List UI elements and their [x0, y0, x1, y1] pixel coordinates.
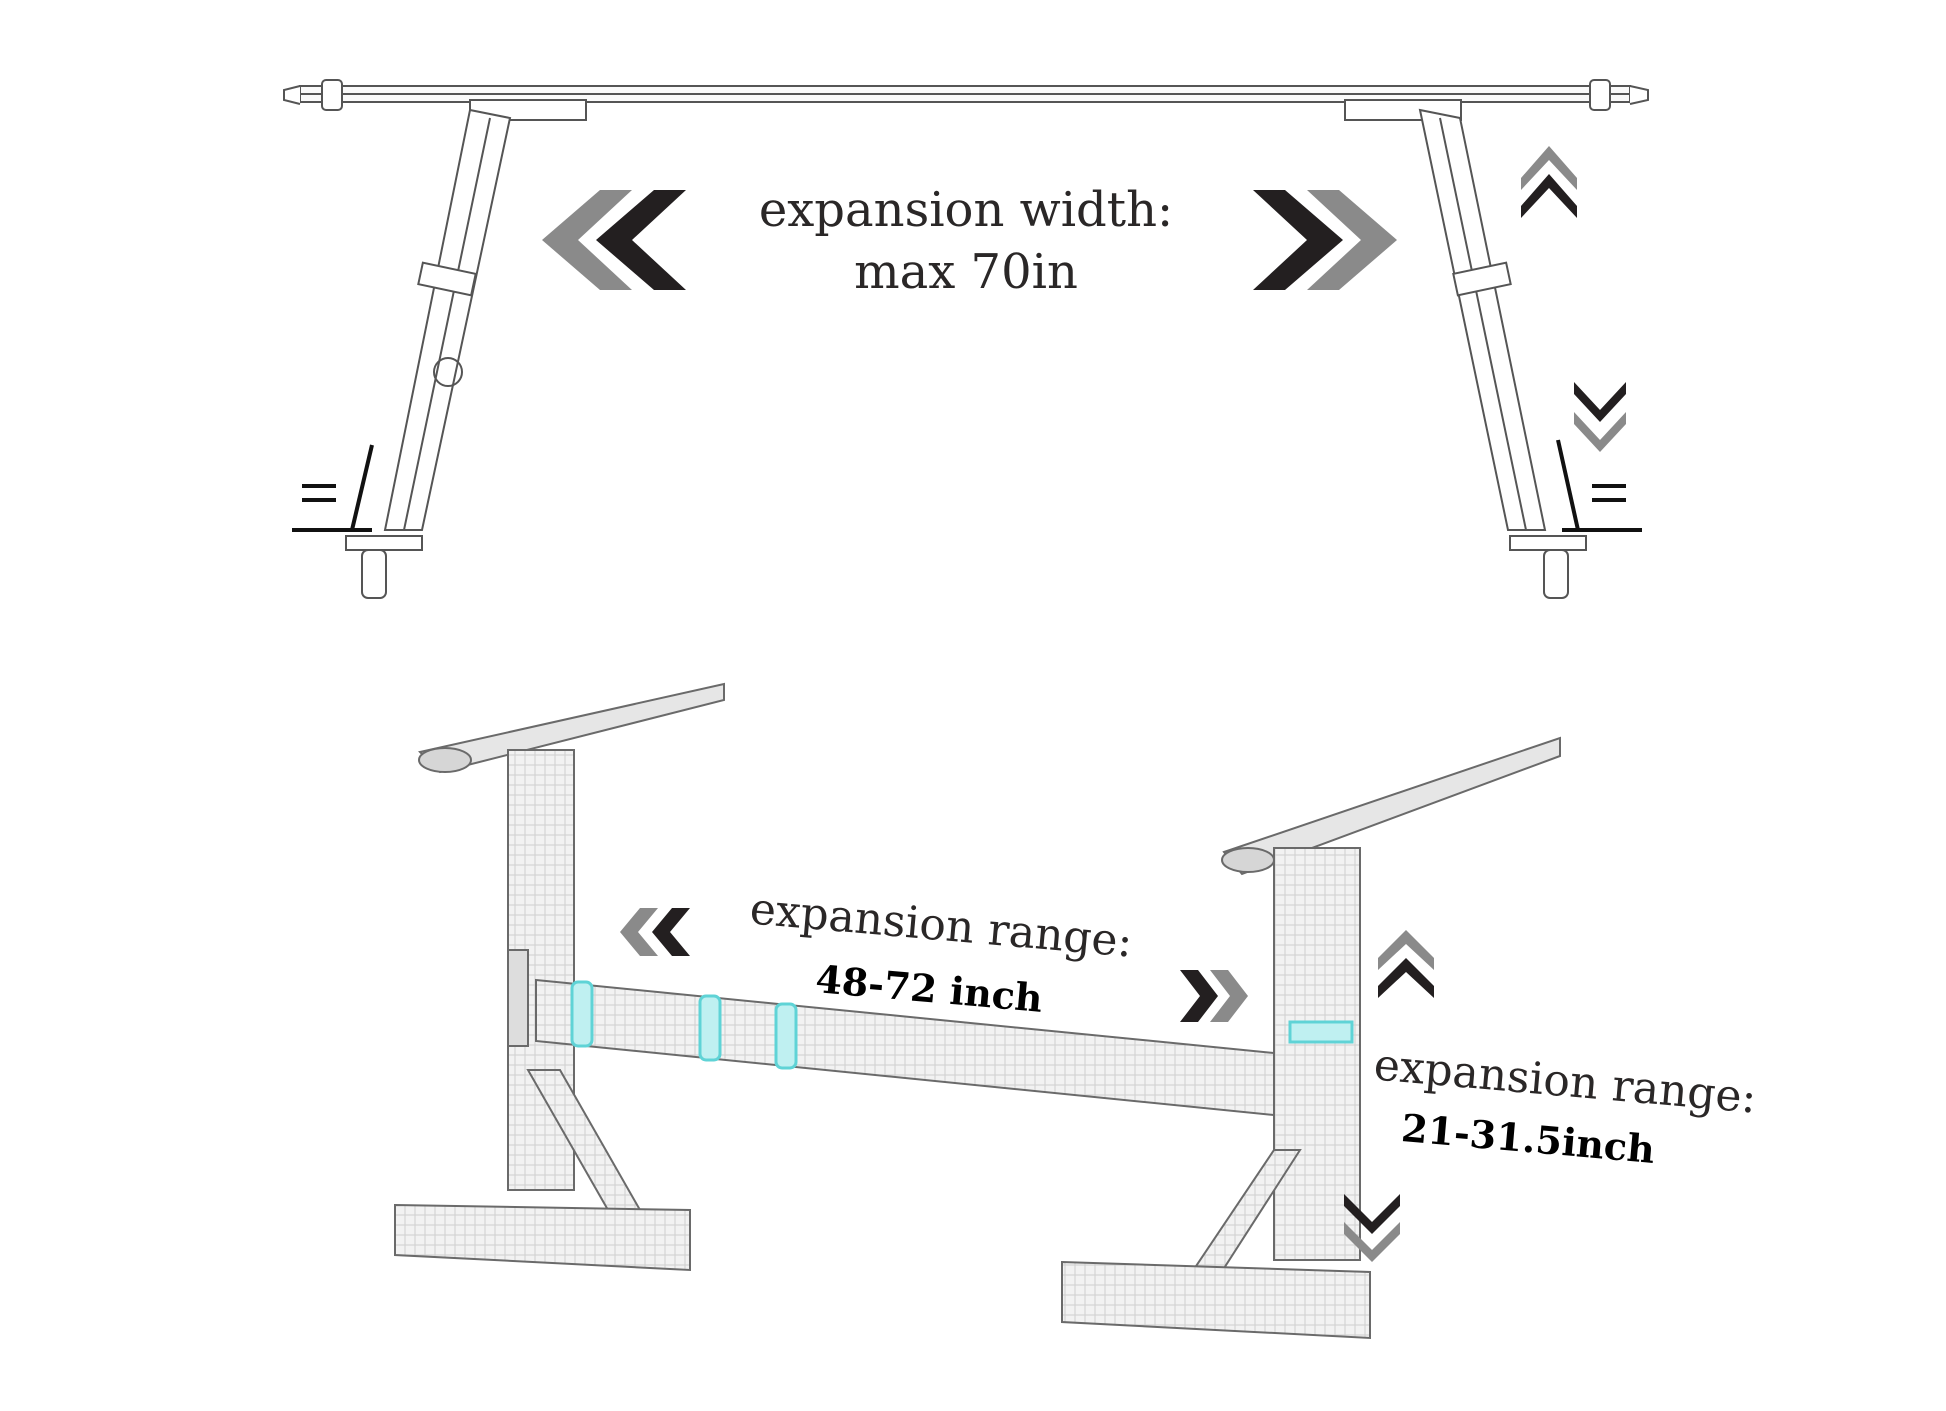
- top-rack-front-view: [283, 79, 1649, 599]
- chevron-up-icon: [1378, 930, 1434, 998]
- expansion-width-label: expansion width:: [759, 182, 1173, 238]
- chevron-up-icon: [1521, 146, 1577, 218]
- bottom-rack-3d-view: [394, 682, 1561, 1340]
- left-stand: [394, 682, 725, 1272]
- expansion-width-value: max 70in: [854, 244, 1078, 300]
- right-leg: [1418, 108, 1587, 599]
- width-range-label: expansion range:: [748, 883, 1135, 967]
- chevron-right-icon: [1180, 970, 1248, 1022]
- left-leg: [345, 108, 512, 599]
- chevron-left-icon: [620, 908, 690, 956]
- chevron-down-icon: [1344, 1194, 1400, 1262]
- truck-bed-edge-left: [292, 444, 374, 532]
- chevron-right-icon: [1253, 190, 1397, 290]
- right-stand: [1061, 736, 1561, 1340]
- height-range-value: 21-31.5inch: [1400, 1105, 1657, 1172]
- truck-bed-edge-right: [1556, 439, 1642, 532]
- chevron-left-icon: [542, 190, 686, 290]
- chevron-down-icon: [1574, 382, 1626, 452]
